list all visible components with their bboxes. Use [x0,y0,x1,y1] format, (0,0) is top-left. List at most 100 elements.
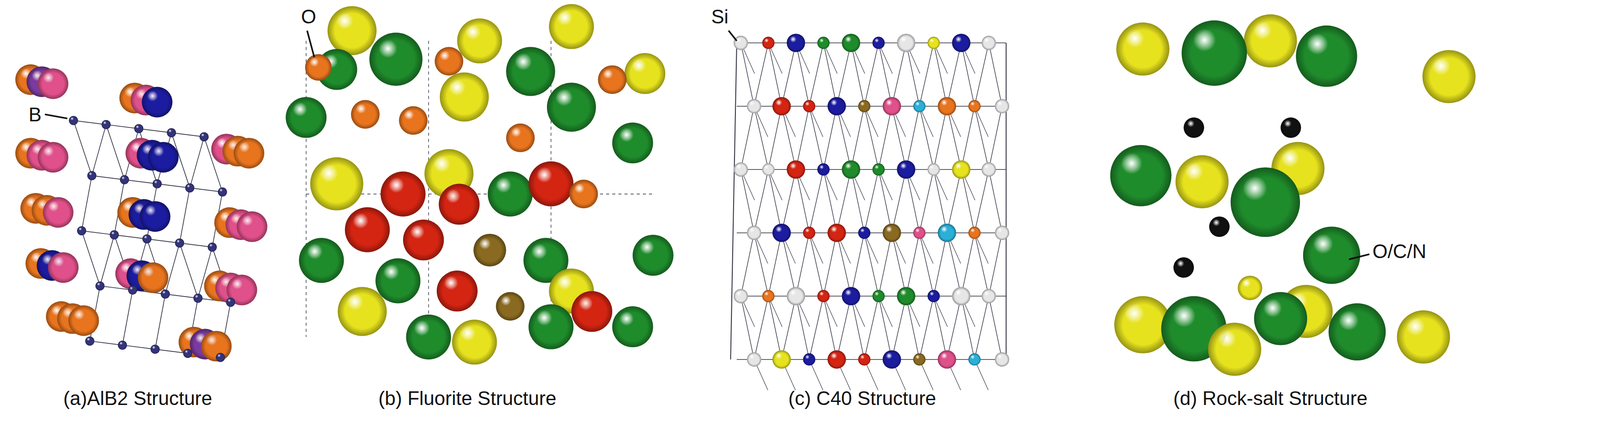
bond-line [974,296,989,360]
atom-shade [439,72,489,122]
atom [285,97,327,139]
atom [150,344,160,354]
bond-line [768,296,782,360]
bond-line [836,42,851,107]
bond-line [961,169,975,233]
atom-shade [786,286,806,306]
atom-label: Si [711,6,729,28]
atom [68,305,99,336]
atom-shade [528,304,574,350]
atom [882,97,902,116]
bond-line [906,169,920,233]
bond-line [919,232,934,297]
atom [142,234,152,244]
atom-shade [981,288,996,304]
atom [48,252,79,283]
atom-shade [166,127,177,138]
atom [119,175,130,185]
atom [882,223,902,243]
atom [236,211,268,242]
atom [802,226,816,240]
atom [547,82,596,132]
atom [968,100,981,113]
atom-shade [882,350,902,369]
atom-shade [968,353,981,366]
atom-shade [927,163,941,176]
atom-shade [77,226,87,236]
atom [117,340,128,350]
atom-shade [571,291,613,333]
atom [1422,49,1476,103]
atom-shade [337,286,387,336]
bond-line [823,232,837,297]
bond-line [753,169,769,233]
atom [439,72,489,122]
atom [101,119,111,130]
atom-shade [786,33,806,53]
bond-line [988,296,1002,360]
atom [858,100,871,113]
atom-shade [624,52,666,94]
atom-shade [762,36,775,49]
atom-shade [199,132,209,142]
atom [786,286,806,306]
atom-shade [951,160,971,179]
bond-line [891,42,907,107]
bond-line [823,169,837,233]
bond-line [823,42,837,107]
bond-line [740,169,754,233]
atom [505,123,535,153]
atom [786,160,806,179]
atom-shade [1183,117,1204,138]
atom [896,160,916,179]
bond-line [91,175,125,180]
atom-shade [896,160,916,179]
atom-shade [733,35,748,50]
atom [872,289,885,303]
atom-shade [841,286,861,306]
atom [310,157,364,210]
bond-line [753,42,769,107]
bond-line [836,232,851,297]
atom [762,36,775,49]
bond-line [171,132,205,137]
bond-line [124,179,158,184]
atom-shade [733,162,748,177]
bond-line [795,169,810,233]
atom-shade [233,137,265,169]
atom [1328,303,1387,361]
atom [733,288,748,304]
bond-line [809,296,824,360]
atom-shade [802,226,816,240]
bond-line [850,232,865,297]
atom [597,65,627,94]
atom [403,219,445,261]
bond-line [836,296,851,360]
bond-line [891,296,907,360]
bond-line [947,106,962,170]
bond-line [947,296,962,360]
atom [183,348,193,358]
atom [937,97,957,116]
bond-line [850,106,865,170]
atom-shade [951,286,971,306]
bond-line [428,41,429,338]
atom-shade [1181,20,1248,86]
bond-line [906,42,920,107]
atom [1244,14,1297,68]
atom-shade [37,142,69,173]
atom-shade [137,262,169,293]
atom [1237,275,1263,301]
atom [473,233,506,267]
bond-line [740,232,754,297]
atom [858,353,871,366]
bond-line [114,234,147,239]
atom [951,33,971,53]
atom-shade [827,97,847,116]
structure-caption: (b) Fluorite Structure [378,387,557,409]
atom [185,183,195,193]
atom [858,226,871,240]
atom-shade [495,292,525,321]
atom-shade [772,223,791,243]
atom-shade [927,289,941,303]
